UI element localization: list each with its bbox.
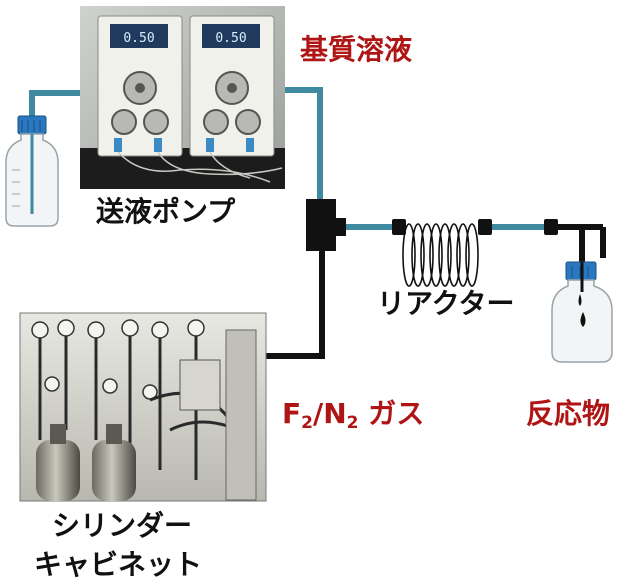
pump-display-left: 0.50 — [123, 31, 154, 46]
gas-label-sub1: 2 — [301, 413, 313, 433]
cylinder-cabinet-label-line1: シリンダー — [52, 509, 193, 542]
gas-cylinder-left — [36, 424, 80, 501]
pump-outlet-line — [285, 87, 323, 203]
pump-label: 送液ポンプ — [96, 195, 236, 228]
gas-label-word: ガス — [358, 397, 425, 430]
gas-feed-line — [266, 248, 325, 359]
cylinder-cabinet-label-line2: キャビネット — [34, 548, 203, 581]
gas-cylinder-right — [92, 424, 136, 501]
pump-display-right: 0.50 — [215, 31, 246, 46]
gas-label: F2/N2 ガス — [282, 400, 424, 432]
solvent-bottle-icon — [5, 115, 59, 227]
cylinder-cabinet-photo — [19, 312, 267, 502]
reactor-label: リアクター — [377, 287, 515, 320]
gas-label-f: F — [282, 397, 302, 430]
substrate-solution-label: 基質溶液 — [300, 33, 413, 66]
connector-outlet — [544, 219, 558, 235]
gas-label-sub2: 2 — [346, 413, 359, 433]
coil-reactor-icon — [402, 223, 479, 287]
product-bottle-icon — [551, 261, 613, 363]
pump-photo: 0.50 0.50 — [80, 6, 285, 189]
pump-unit-right: 0.50 — [189, 15, 275, 157]
gas-lines — [266, 224, 606, 359]
connector-left — [392, 219, 406, 235]
t-mixer-icon — [306, 199, 346, 251]
connector-right — [478, 219, 492, 235]
line-connectors — [392, 219, 558, 235]
pump-unit-left: 0.50 — [97, 15, 183, 157]
gas-label-n: /N — [312, 397, 347, 430]
drops-icon — [578, 294, 586, 327]
product-label: 反応物 — [526, 397, 611, 430]
